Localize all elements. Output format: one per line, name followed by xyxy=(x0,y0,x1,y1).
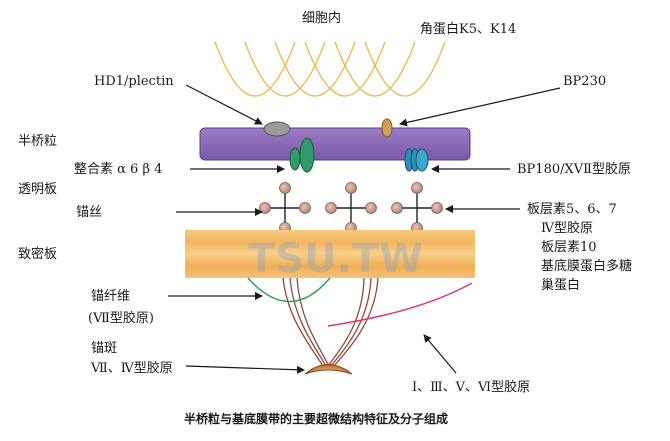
filament-ball xyxy=(411,182,423,194)
fibril-strand xyxy=(296,277,330,367)
filament-ball xyxy=(279,182,291,194)
integrin-a6b4 xyxy=(289,137,315,173)
keratin-arc xyxy=(334,41,416,97)
bp230-blob xyxy=(381,118,393,138)
keratin-filaments xyxy=(214,41,446,97)
filament-ball xyxy=(431,202,443,214)
collagen-arc-pink xyxy=(327,282,473,327)
keratin-arc xyxy=(214,41,296,97)
label-anchoring-plaque: 锚斑 xyxy=(91,341,117,356)
hemidesmosome-plaque xyxy=(199,127,471,161)
anchoring-plaque xyxy=(304,364,353,375)
figure-caption: 半桥粒与基底膜带的主要超微结构特征及分子组成 xyxy=(184,411,448,426)
label-bp230: BP230 xyxy=(563,74,606,89)
label-anchoring-filaments: 锚丝 xyxy=(76,205,102,220)
arrow-collagens xyxy=(423,334,457,374)
bp180-collagen xyxy=(404,148,429,172)
label-laminin-4: 基底膜蛋白多糖 xyxy=(541,258,632,274)
label-lamina-lucida: 透明板 xyxy=(18,182,57,197)
label-integrin: 整合素 α 6 β 4 xyxy=(74,162,162,177)
filament-ball xyxy=(299,202,311,214)
filament-ball xyxy=(391,202,403,214)
arrows xyxy=(168,84,561,374)
label-intracellular: 细胞内 xyxy=(302,10,341,26)
lamina-densa xyxy=(185,230,475,278)
anchoring-filament-cross xyxy=(259,182,311,234)
fibril-strand xyxy=(289,277,327,367)
label-anchoring-plaque-type: Ⅶ、Ⅳ型胶原 xyxy=(90,360,173,376)
anchoring-filaments xyxy=(259,182,443,234)
label-bp180: BP180/XVⅡ型胶原 xyxy=(517,161,631,177)
keratin-arc xyxy=(274,41,356,97)
keratin-arc xyxy=(364,41,446,97)
label-laminin-2: Ⅳ型胶原 xyxy=(541,220,593,236)
collagen-arc-green xyxy=(247,277,331,303)
fibril-strand xyxy=(327,277,365,367)
label-anchoring-fibrils-type: (Ⅶ型胶原) xyxy=(88,310,154,326)
watermark-text: TSU.TW xyxy=(248,236,423,282)
anchoring-filament-cross xyxy=(391,182,443,234)
label-hd1-plectin: HD1/plectin xyxy=(94,74,174,89)
label-laminin-1: 板层素5、6、7 xyxy=(527,202,617,217)
keratin-arc xyxy=(304,41,386,97)
label-laminin-5: 巢蛋白 xyxy=(541,277,580,293)
anchoring-filament-cross xyxy=(325,182,377,234)
label-hemidesmosome: 半桥粒 xyxy=(18,134,57,149)
filament-ball xyxy=(325,202,337,214)
fibril-strand xyxy=(282,277,324,367)
label-keratin: 角蛋白K5、K14 xyxy=(420,21,516,37)
fibril-strand xyxy=(333,277,379,367)
arrow-hd1 xyxy=(185,84,263,125)
keratin-arc xyxy=(244,41,326,97)
anchoring-fibrils xyxy=(282,277,379,367)
filament-ball xyxy=(365,202,377,214)
fibril-strand xyxy=(330,277,372,367)
label-collagens: Ⅰ、Ⅲ、Ⅴ、Ⅵ型胶原 xyxy=(412,379,530,395)
label-lamina-densa: 致密板 xyxy=(18,246,57,262)
arrow-anchor-plaque xyxy=(185,365,305,374)
hd1-plectin-blob xyxy=(263,121,291,137)
arrow-bp230 xyxy=(399,87,561,127)
filament-ball xyxy=(345,182,357,194)
label-laminin-3: 板层素10 xyxy=(541,240,597,255)
label-anchoring-fibrils: 锚纤维 xyxy=(91,289,130,304)
